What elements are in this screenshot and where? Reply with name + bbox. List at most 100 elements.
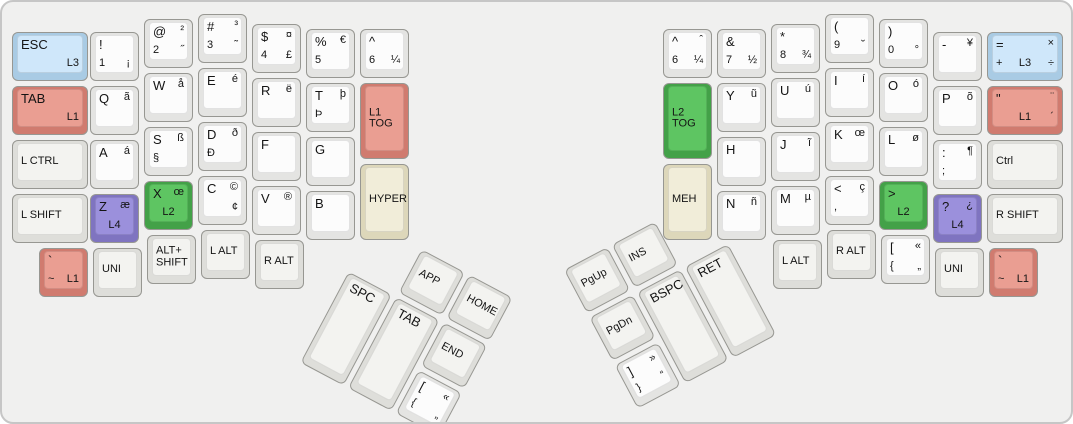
key-legend-ml: L ALT xyxy=(210,245,238,258)
key-o[interactable]: O ó xyxy=(879,73,928,122)
key-a[interactable]: A á xyxy=(90,140,139,189)
keycap-top: I í xyxy=(830,71,869,109)
keycap-top: Z æ L4 xyxy=(95,197,134,235)
key-i[interactable]: I í xyxy=(825,68,874,117)
key-uni-right[interactable]: UNI xyxy=(935,248,984,297)
key-t[interactable]: T þ Þ xyxy=(306,83,355,132)
key-uni-left[interactable]: UNI xyxy=(93,248,142,297)
key-slash[interactable]: ? ¿ L4 xyxy=(933,194,982,243)
key-lbracket-bottom[interactable]: [ « { „ xyxy=(881,235,930,284)
key-7[interactable]: & 7 ½ xyxy=(717,29,766,78)
key-legend-ml: R ALT xyxy=(836,245,866,258)
key-quote[interactable]: " ¨ ´ L1 xyxy=(987,86,1063,135)
key-esc[interactable]: ESC L3 xyxy=(12,32,88,81)
key-u[interactable]: U ú xyxy=(771,78,820,127)
key-meh[interactable]: MEH xyxy=(663,164,712,240)
key-g[interactable]: G xyxy=(306,137,355,186)
key-legend-ml: HYPER xyxy=(369,192,407,205)
keycap-top: L2 TOG xyxy=(668,86,707,151)
key-s[interactable]: S ß § xyxy=(144,127,193,176)
key-comma[interactable]: < ç , xyxy=(825,176,874,225)
key-lalt-left[interactable]: L ALT xyxy=(201,230,250,279)
key-3[interactable]: # ³ 3 ˜ xyxy=(198,14,247,63)
key-legend-ml: MEH xyxy=(672,192,697,205)
key-8[interactable]: * 8 ¾ xyxy=(771,24,820,73)
key-altshift[interactable]: ALT+ SHIFT xyxy=(147,235,196,284)
key-grave-right[interactable]: ` ~ L1 xyxy=(989,248,1038,297)
key-r[interactable]: R ë xyxy=(252,78,301,127)
key-legend-tr: µ xyxy=(804,191,811,203)
key-equals[interactable]: = × + ÷ L3 xyxy=(987,32,1063,81)
key-legend-ml: END xyxy=(439,340,466,362)
key-legend-tl: C xyxy=(207,181,217,196)
keycap-top: R ALT xyxy=(832,233,871,271)
key-f[interactable]: F xyxy=(252,132,301,181)
key-6-right[interactable]: ^ ˆ 6 ¼ xyxy=(663,29,712,78)
keycap-top: ? ¿ L4 xyxy=(938,197,977,235)
key-legend-bl: 7 xyxy=(726,54,733,67)
key-0[interactable]: ) 0 ° xyxy=(879,19,928,68)
key-legend-tl: ] xyxy=(624,363,636,379)
key-b[interactable]: B xyxy=(306,191,355,240)
keycap-top: K œ xyxy=(830,125,869,163)
key-p[interactable]: P õ xyxy=(933,86,982,135)
key-layer-label: L3 xyxy=(1018,57,1032,70)
key-legend-ml: APP xyxy=(416,267,442,288)
key-v[interactable]: V ® xyxy=(252,186,301,235)
key-legend-ml: R ALT xyxy=(264,255,294,268)
key-hyper[interactable]: HYPER xyxy=(360,164,409,240)
key-legend-ml: L SHIFT xyxy=(21,209,62,222)
key-4[interactable]: $ ¤ 4 £ xyxy=(252,24,301,73)
keycap-top: Ctrl xyxy=(992,143,1058,181)
key-l2-tog[interactable]: L2 TOG xyxy=(663,83,712,159)
key-grave-left[interactable]: ` ~ L1 xyxy=(39,248,88,297)
key-legend-tl: N xyxy=(726,196,736,211)
key-6-left[interactable]: ^ 6 ¼ xyxy=(360,29,409,78)
key-lalt-right[interactable]: L ALT xyxy=(773,240,822,289)
key-lctrl[interactable]: L CTRL xyxy=(12,140,88,189)
keycap-top: ` ~ L1 xyxy=(44,251,83,289)
keycap-top: : ¶ ; xyxy=(938,143,977,181)
key-w[interactable]: W å xyxy=(144,73,193,122)
key-legend-tl: O xyxy=(888,78,899,93)
key-legend-tr: ¥ xyxy=(966,37,973,49)
key-rshift[interactable]: R SHIFT xyxy=(987,194,1063,243)
key-5[interactable]: % € 5 xyxy=(306,29,355,78)
key-h[interactable]: H xyxy=(717,137,766,186)
key-y[interactable]: Y ũ xyxy=(717,83,766,132)
key-ralt-right[interactable]: R ALT xyxy=(827,230,876,279)
key-tab[interactable]: TAB L1 xyxy=(12,86,88,135)
key-legend-tl: - xyxy=(942,37,947,52)
key-legend-tr: œ xyxy=(173,186,184,198)
key-legend-tr: ã xyxy=(123,91,130,103)
keycap-top: D ð Đ xyxy=(203,125,242,163)
key-j[interactable]: J ĩ xyxy=(771,132,820,181)
key-legend-tl: ESC xyxy=(21,37,48,52)
key-l1-tog[interactable]: L1 TOG xyxy=(360,83,409,159)
key-legend-tl: % xyxy=(315,34,327,49)
key-ralt-left[interactable]: R ALT xyxy=(255,240,304,289)
key-x[interactable]: X œ L2 xyxy=(144,181,193,230)
key-minus[interactable]: - ¥ xyxy=(933,32,982,81)
key-legend-tl: Q xyxy=(99,91,110,106)
key-lshift[interactable]: L SHIFT xyxy=(12,194,88,243)
key-d[interactable]: D ð Đ xyxy=(198,122,247,171)
key-k[interactable]: K œ xyxy=(825,122,874,171)
key-semicolon[interactable]: : ¶ ; xyxy=(933,140,982,189)
keycap-top: L1 TOG xyxy=(365,86,404,151)
key-2[interactable]: @ ² 2 ˝ xyxy=(144,19,193,68)
key-9[interactable]: ( 9 ˘ xyxy=(825,14,874,63)
keycap-top: PgUp xyxy=(569,251,623,304)
key-q[interactable]: Q ã xyxy=(90,86,139,135)
key-l[interactable]: L ø xyxy=(879,127,928,176)
key-rctrl[interactable]: Ctrl xyxy=(987,140,1063,189)
key-c[interactable]: C © ¢ xyxy=(198,176,247,225)
keycap-top: ^ 6 ¼ xyxy=(365,32,404,70)
key-period[interactable]: > L2 xyxy=(879,181,928,230)
key-1[interactable]: ! 1 ¡ xyxy=(90,32,139,81)
key-n[interactable]: N ñ xyxy=(717,191,766,240)
key-m[interactable]: M µ xyxy=(771,186,820,235)
key-z[interactable]: Z æ L4 xyxy=(90,194,139,243)
key-legend-br: ¢ xyxy=(231,201,238,214)
key-e[interactable]: E é xyxy=(198,68,247,117)
